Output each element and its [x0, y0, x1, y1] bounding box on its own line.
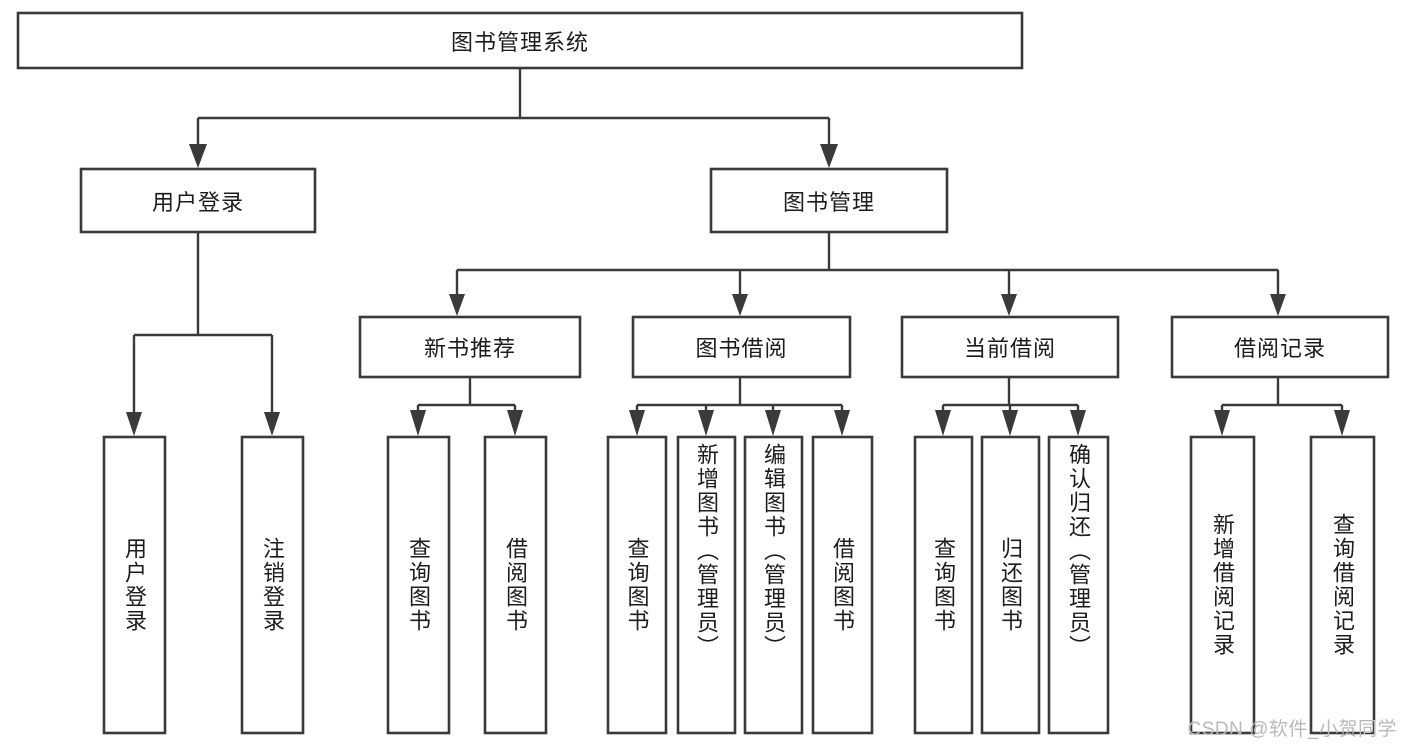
arrow-head-cb-2	[1002, 410, 1018, 436]
node-box-leaf-cb-2[interactable]	[980, 435, 1041, 735]
connector-group-new-book-leaves	[410, 377, 523, 436]
arrow-head-nb-1	[410, 410, 426, 436]
connector-group-book-borrow-leaves	[629, 377, 850, 436]
connector-group-borrow-record-leaves	[1214, 377, 1350, 436]
node-box-leaf-cb-3[interactable]	[1047, 435, 1110, 735]
arrow-head-br-1	[1214, 410, 1230, 436]
node-box-leaf-nb-2[interactable]	[483, 435, 548, 735]
arrow-head-book-manage	[820, 144, 838, 168]
node-box-leaf-nb-1[interactable]	[386, 435, 451, 735]
node-box-user-login[interactable]	[79, 167, 317, 234]
connector-group-user-login-leaves	[126, 232, 280, 436]
node-box-leaf-bb-2[interactable]	[676, 435, 737, 735]
node-box-leaf-cb-1[interactable]	[913, 435, 974, 735]
connector-group-root-to-level2	[189, 68, 838, 168]
arrow-head-borrow-record	[1270, 294, 1286, 316]
node-box-leaf-ul-1[interactable]	[102, 435, 167, 735]
node-box-leaf-br-2[interactable]	[1309, 435, 1376, 735]
connector-group-book-manage-to-level3	[449, 232, 1286, 316]
node-box-current-borrow[interactable]	[900, 315, 1120, 379]
node-box-leaf-bb-3[interactable]	[743, 435, 804, 735]
arrow-head-bb-4	[834, 410, 850, 436]
arrow-head-ul-2	[264, 412, 280, 436]
csdn-watermark: CSDN @软件_小贺同学	[1187, 719, 1397, 740]
node-box-leaf-bb-1[interactable]	[606, 435, 668, 735]
arrow-head-bb-1	[629, 410, 645, 436]
node-box-borrow-record[interactable]	[1170, 315, 1390, 379]
arrow-head-bb-3	[765, 410, 781, 436]
node-box-book-borrow[interactable]	[631, 315, 852, 379]
arrow-head-br-2	[1334, 410, 1350, 436]
arrow-head-nb-2	[507, 410, 523, 436]
arrow-head-current-borrow	[1001, 294, 1017, 316]
node-box-root[interactable]	[16, 11, 1024, 70]
arrow-head-user-login	[189, 144, 207, 168]
arrow-head-book-borrow	[732, 294, 748, 316]
arrow-head-bb-2	[698, 410, 714, 436]
arrow-head-ul-1	[126, 412, 142, 436]
arrow-head-cb-1	[935, 410, 951, 436]
node-box-leaf-br-1[interactable]	[1189, 435, 1256, 735]
arrow-head-cb-3	[1070, 410, 1086, 436]
node-box-new-book-recommend[interactable]	[358, 315, 582, 379]
arrow-head-new-book	[449, 294, 465, 316]
node-box-leaf-bb-4[interactable]	[811, 435, 874, 735]
node-box-leaf-ul-2[interactable]	[240, 435, 305, 735]
node-box-book-manage[interactable]	[709, 167, 949, 234]
connector-group-current-borrow-leaves	[935, 377, 1086, 436]
